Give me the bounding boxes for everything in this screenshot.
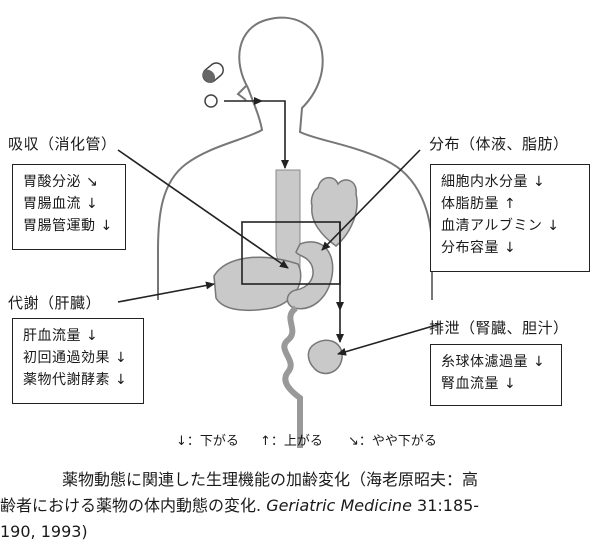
caption-line-3: 190, 1993) <box>0 522 88 541</box>
caption-line-1: 薬物動態に関連した生理機能の加齢変化（海老原昭夫：高 <box>62 470 479 489</box>
absorption-item: 胃腸血流 ↓ <box>23 196 99 212</box>
arrow-distribution <box>321 149 421 251</box>
distribution-item: 血清アルブミン ↓ <box>441 218 560 234</box>
intestine-shape <box>281 305 303 448</box>
metabolism-item: 初回通過効果 ↓ <box>23 350 128 366</box>
absorption-item: 胃腸管運動 ↓ <box>23 218 113 234</box>
metabolism-item: 肝血流量 ↓ <box>23 328 99 344</box>
arrow-absorption <box>117 149 289 269</box>
metabolism-heading: 代謝（肝臓） <box>8 294 102 312</box>
drug-path-esophagus <box>262 100 289 169</box>
caption-line-2-pre: 齢者における薬物の体内動態の変化. <box>0 496 262 515</box>
legend-up: ↑：上がる <box>260 434 323 449</box>
caption-journal: Geriatric Medicine <box>266 496 412 515</box>
absorption-heading: 吸収（消化管） <box>8 135 117 153</box>
excretion-box: 糸球体濾過量 ↓ 腎血流量 ↓ <box>430 344 562 406</box>
mouth-outline <box>236 85 247 101</box>
arrow-excretion <box>337 323 441 356</box>
distribution-item: 分布容量 ↓ <box>441 240 517 256</box>
excretion-item: 糸球体濾過量 ↓ <box>441 354 546 370</box>
excretion-item: 腎血流量 ↓ <box>441 376 517 392</box>
absorption-box: 胃酸分泌 ↘ 胃腸血流 ↓ 胃腸管運動 ↓ <box>12 164 126 250</box>
absorption-item: 胃酸分泌 ↘ <box>23 174 99 190</box>
distribution-heading: 分布（体液、脂肪） <box>429 135 569 153</box>
metabolism-item: 薬物代謝酵素 ↓ <box>23 372 128 388</box>
heart-shape <box>310 176 358 247</box>
distribution-box: 細胞内水分量 ↓ 体脂肪量 ↑ 血清アルブミン ↓ 分布容量 ↓ <box>430 164 590 272</box>
tablet-icon <box>204 94 218 108</box>
body-outline <box>157 16 433 300</box>
excretion-heading: 排泄（腎臓、胆汁） <box>429 319 569 337</box>
capsule-icon <box>202 62 224 83</box>
legend-down: ↓：下がる <box>176 434 239 449</box>
distribution-item: 体脂肪量 ↑ <box>441 196 517 212</box>
figure-caption: 薬物動態に関連した生理機能の加齢変化（海老原昭夫：高 齢者における薬物の体内動態… <box>0 467 600 545</box>
kidney-shape <box>307 339 343 375</box>
legend-slightly-down: ↘：やや下がる <box>348 434 437 449</box>
distribution-item: 細胞内水分量 ↓ <box>441 174 546 190</box>
caption-line-2: 齢者における薬物の体内動態の変化. Geriatric Medicine 31:… <box>0 493 600 519</box>
body-illustration <box>117 16 441 448</box>
caption-line-2-post: 31:185- <box>411 496 480 515</box>
arrow-metabolism <box>117 281 215 303</box>
esophagus-shape <box>275 169 301 271</box>
stomach-shape <box>286 241 334 310</box>
metabolism-box: 肝血流量 ↓ 初回通過効果 ↓ 薬物代謝酵素 ↓ <box>12 318 144 404</box>
